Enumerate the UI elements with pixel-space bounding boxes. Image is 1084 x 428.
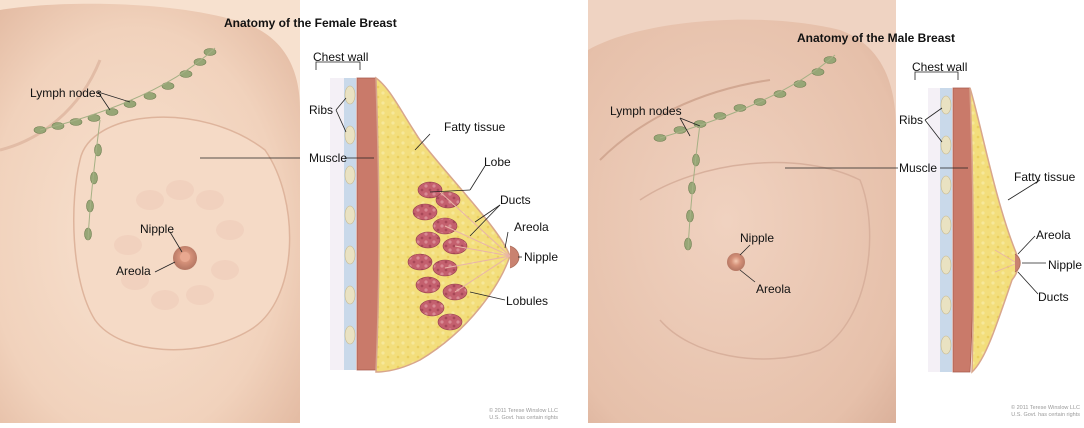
male-cross-section [915, 72, 1046, 372]
male-credit-line2: U.S. Govt. has certain rights [974, 412, 1080, 419]
female-fatty-tissue-label: Fatty tissue [444, 120, 505, 134]
female-nipple-side-label: Nipple [524, 250, 558, 264]
male-title: Anatomy of the Male Breast [797, 31, 955, 45]
female-areola-label: Areola [116, 264, 151, 278]
male-credit: © 2011 Terese Winslow LLC U.S. Govt. has… [974, 405, 1080, 419]
female-areola-side-label: Areola [514, 220, 549, 234]
male-credit-line1: © 2011 Terese Winslow LLC [974, 405, 1080, 412]
female-lymph-nodes-label: Lymph nodes [30, 86, 102, 100]
male-areola-side-label: Areola [1036, 228, 1071, 242]
female-ducts-label: Ducts [500, 193, 531, 207]
female-muscle-label: Muscle [309, 151, 347, 165]
male-nipple-label: Nipple [740, 231, 774, 245]
male-ducts-label: Ducts [1038, 290, 1069, 304]
female-credit: © 2011 Terese Winslow LLC U.S. Govt. has… [452, 408, 558, 422]
female-title: Anatomy of the Female Breast [224, 16, 397, 30]
female-ribs-label: Ribs [309, 103, 333, 117]
male-ribs-label: Ribs [899, 113, 923, 127]
female-lobe-label: Lobe [484, 155, 511, 169]
male-areola-label: Areola [756, 282, 791, 296]
female-credit-line1: © 2011 Terese Winslow LLC [452, 408, 558, 415]
male-fatty-tissue-label: Fatty tissue [1014, 170, 1075, 184]
female-chest-wall-label: Chest wall [313, 50, 368, 64]
female-lobules-label: Lobules [506, 294, 548, 308]
female-cross-section [316, 62, 522, 372]
female-credit-line2: U.S. Govt. has certain rights [452, 415, 558, 422]
female-nipple-label: Nipple [140, 222, 174, 236]
female-front-view [0, 0, 300, 423]
male-front-view [588, 0, 898, 423]
male-muscle-label: Muscle [899, 161, 937, 175]
male-nipple-side-label: Nipple [1048, 258, 1082, 272]
male-lymph-nodes-label: Lymph nodes [610, 104, 682, 118]
male-chest-wall-label: Chest wall [912, 60, 967, 74]
